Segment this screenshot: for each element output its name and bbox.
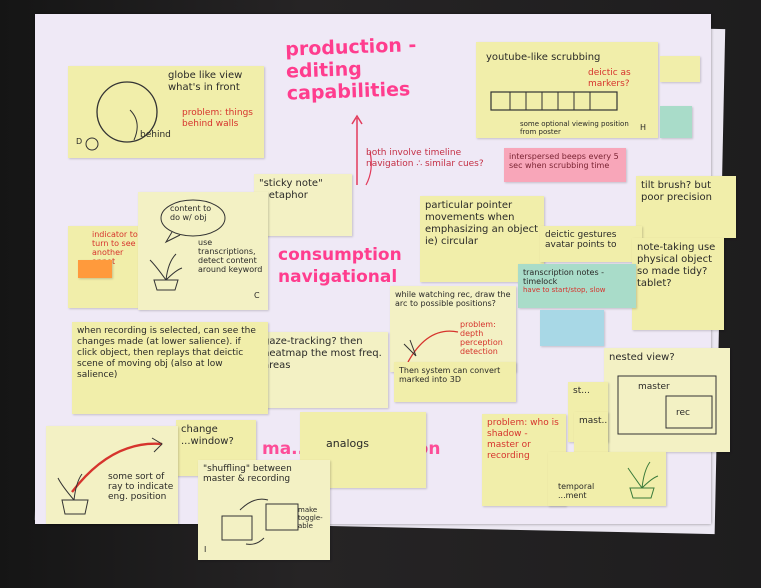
- st-text: st...: [573, 386, 590, 396]
- note-small-teal: [660, 106, 692, 138]
- note-note-taking: note-taking use physical object so made …: [632, 238, 724, 330]
- note-ray-indicate: some sort of ray to indicate eng. positi…: [46, 426, 178, 524]
- note-globe-view: globe like view what's in front problem:…: [68, 66, 264, 158]
- note-taking-text: note-taking use physical object so made …: [637, 242, 716, 289]
- nested-rec: rec: [676, 408, 690, 418]
- note-deictic-gestures: deictic gestures avatar points to: [540, 226, 642, 262]
- globe-sketch-icon: [85, 81, 158, 151]
- youtube-text: youtube-like scrubbing: [486, 52, 601, 63]
- ray-sketch: [57, 437, 163, 515]
- note-interspersed-beeps: interspersed beeps every 5 sec when scru…: [504, 148, 626, 182]
- then-system-text: Then system can convert marked into 3D: [399, 366, 501, 384]
- center-arrows: [351, 114, 372, 186]
- temporal-text: temporal ...ment: [558, 482, 595, 500]
- globe-badge: D: [76, 137, 83, 146]
- shuffle-boxes-sketch: [221, 498, 299, 545]
- shuffling-text: "shuffling" between master & recording: [203, 464, 292, 484]
- nested-text: nested view?: [609, 352, 675, 363]
- deictic-gestures-text: deictic gestures avatar points to: [545, 230, 617, 250]
- watching-problem: problem: depth perception detection: [460, 320, 503, 356]
- shuffling-badge: I: [204, 545, 207, 554]
- heading-consumption: consumption navigational: [278, 245, 402, 287]
- orange-arrow-note: [78, 260, 112, 278]
- youtube-deictic: deictic as markers?: [588, 68, 631, 89]
- gaze-text: gaze-tracking? then heatmap the most fre…: [263, 336, 382, 371]
- plant-green-icon: [627, 461, 659, 499]
- nested-boxes-sketch: [617, 375, 717, 435]
- recording-text: when recording is selected, can see the …: [77, 326, 256, 380]
- globe-problem: problem: things behind walls: [182, 108, 253, 129]
- watching-text: while watching rec, draw the arc to poss…: [395, 290, 511, 308]
- note-nested-view: nested view? master rec: [604, 348, 730, 452]
- ray-text: some sort of ray to indicate eng. positi…: [108, 472, 174, 502]
- globe-text: globe like view what's in front: [168, 70, 243, 93]
- sticky-text: "sticky note" metaphor: [259, 178, 323, 201]
- analogs-text: analogs: [326, 437, 369, 450]
- note-content-transcription: content to do w/ obj use transcriptions,…: [138, 192, 268, 310]
- shuffling-side: make toggle-able: [298, 506, 323, 530]
- plant-sketch-icon: [149, 253, 183, 291]
- timeline-bar-sketch: [490, 91, 618, 111]
- content-text: use transcriptions, detect content aroun…: [198, 238, 263, 274]
- gray-left-text: mast...: [579, 416, 608, 426]
- note-youtube-scrubbing: youtube-like scrubbing deictic as marker…: [476, 42, 658, 138]
- speech-bubble-icon: [160, 199, 226, 244]
- nested-master: master: [638, 382, 670, 392]
- transcription-text: transcription notes - timelock: [523, 268, 605, 286]
- tilt-text: tilt brush? but poor precision: [641, 180, 712, 203]
- arc-sketch: [403, 330, 459, 363]
- note-small-top-right: [660, 56, 700, 82]
- particular-text: particular pointer movements when emphas…: [425, 200, 539, 247]
- youtube-badge: H: [640, 123, 647, 132]
- change-text: change ...window?: [181, 424, 234, 447]
- content-bubble: content to do w/ obj: [170, 204, 212, 222]
- note-temporal: temporal ...ment: [548, 452, 666, 506]
- note-sticky-metaphor: "sticky note" metaphor: [254, 174, 352, 236]
- interspersed-text: interspersed beeps every 5 sec when scru…: [509, 152, 619, 170]
- globe-behind-label: behind: [140, 130, 171, 140]
- transcription-sub: have to start/stop, slow: [523, 286, 606, 294]
- note-while-watching: while watching rec, draw the arc to poss…: [390, 286, 516, 372]
- problem-who-text: problem: who is shadow - master or recor…: [487, 418, 559, 461]
- timeline-annotation: both involve timeline navigation ∴ simil…: [366, 148, 484, 169]
- youtube-position: some optional viewing position from post…: [520, 120, 629, 136]
- note-gaze-tracking: gaze-tracking? then heatmap the most fre…: [258, 332, 388, 408]
- note-then-system: Then system can convert marked into 3D: [394, 362, 516, 402]
- note-transcription: transcription notes - timelock have to s…: [518, 264, 636, 308]
- note-recording-selected: when recording is selected, can see the …: [72, 322, 268, 414]
- note-shuffling: "shuffling" between master & recording m…: [198, 460, 330, 560]
- note-blue-partial: [540, 310, 604, 346]
- note-tilt-brush: tilt brush? but poor precision: [636, 176, 736, 238]
- content-badge: C: [254, 291, 260, 300]
- heading-production: production - editing capabilities: [284, 34, 417, 105]
